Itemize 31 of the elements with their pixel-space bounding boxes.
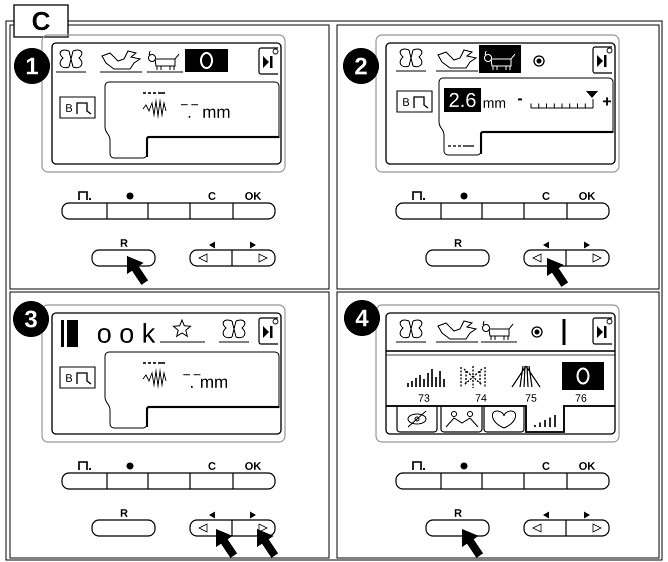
foot-badge: B <box>59 366 96 389</box>
entered-text: o o k <box>98 323 156 343</box>
button-label: C <box>542 192 550 200</box>
pattern-number: 74 <box>476 394 487 402</box>
pattern-number: 76 <box>576 394 586 402</box>
minus-sign: - <box>518 98 522 100</box>
plus-sign: + <box>603 97 612 106</box>
step-number: 3 <box>13 301 49 337</box>
button-label: C <box>208 192 216 200</box>
unit-label: mm <box>484 100 506 108</box>
measurement-readout: ‾.‾mm <box>183 374 228 388</box>
step-number: 1 <box>14 48 50 84</box>
button-label: R <box>454 509 462 517</box>
step-number: 4 <box>344 300 380 336</box>
button-label: OK <box>579 192 596 200</box>
pattern-number: 75 <box>526 394 536 402</box>
button-label: R <box>120 509 128 517</box>
button-label: OK <box>245 192 262 200</box>
foot-badge: B <box>396 90 433 113</box>
foot-badge: B <box>59 96 96 119</box>
section-tab: C <box>13 4 69 38</box>
pattern-number: 73 <box>418 394 430 402</box>
step-number: 2 <box>343 48 379 84</box>
button-label: OK <box>245 462 262 470</box>
button-label: R <box>120 239 128 247</box>
button-label: C <box>208 462 216 470</box>
button-label: C <box>542 462 550 470</box>
button-label: OK <box>579 462 596 470</box>
highlighted-value: 2.6 <box>444 88 481 112</box>
measurement-readout: ‾.‾ mm <box>180 104 230 118</box>
button-label: R <box>454 239 462 247</box>
